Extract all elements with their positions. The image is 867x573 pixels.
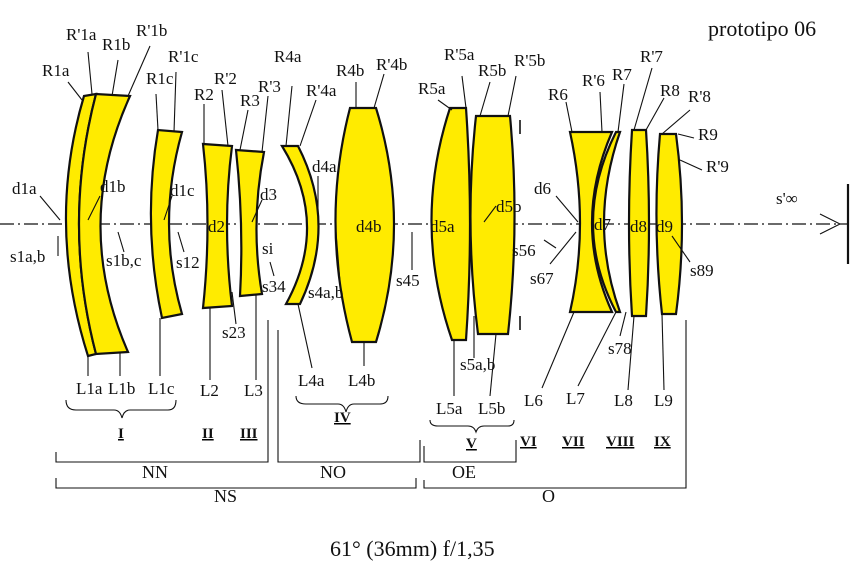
label-R4b-prime: R'4b — [376, 55, 407, 74]
label-L8: L8 — [614, 391, 633, 410]
label-si: si — [262, 239, 274, 258]
label-R4b: R4b — [336, 61, 364, 80]
label-L2: L2 — [200, 381, 219, 400]
label-s45: s45 — [396, 271, 420, 290]
label-R1c: R1c — [146, 69, 174, 88]
label-s23: s23 — [222, 323, 246, 342]
label-d3: d3 — [260, 185, 277, 204]
label-L1b: L1b — [108, 379, 135, 398]
group-VIII: VIII — [606, 434, 635, 450]
label-R1a-prime: R'1a — [66, 25, 97, 44]
label-L1a: L1a — [76, 379, 103, 398]
label-R5b-prime: R'5b — [514, 51, 545, 70]
lens-L3 — [234, 148, 266, 298]
group-NN: NN — [142, 462, 168, 482]
label-s1bc: s1b,c — [106, 251, 142, 270]
label-R4a-prime: R'4a — [306, 81, 337, 100]
label-d7: d7 — [594, 215, 612, 234]
label-s1ab: s1a,b — [10, 247, 45, 266]
lens-L5a — [430, 106, 472, 342]
lens-L6 — [568, 130, 614, 314]
group-I: I — [118, 426, 124, 442]
label-L4b: L4b — [348, 371, 375, 390]
label-R5b: R5b — [478, 61, 506, 80]
axis-arrow — [819, 213, 842, 235]
label-d6: d6 — [534, 179, 551, 198]
label-R9-prime: R'9 — [706, 157, 729, 176]
label-d5a: d5a — [430, 217, 455, 236]
label-d4a: d4a — [312, 157, 337, 176]
label-s34: s34 — [262, 277, 286, 296]
label-s56: s56 — [512, 241, 536, 260]
lens-L5b — [469, 114, 516, 336]
group-NS: NS — [214, 486, 237, 506]
lens-L2 — [201, 142, 234, 310]
diagram-caption: 61° (36mm) f/1,35 — [330, 536, 495, 561]
group-NO: NO — [320, 462, 346, 482]
label-R5a-prime: R'5a — [444, 45, 475, 64]
lens-L4a — [280, 144, 320, 306]
label-L3: L3 — [244, 381, 263, 400]
group-VI: VI — [520, 434, 537, 450]
label-s-infinity: s'∞ — [776, 189, 798, 208]
group-IV: IV — [334, 410, 351, 426]
label-R7: R7 — [612, 65, 632, 84]
lens-L8 — [627, 128, 651, 318]
label-R2: R2 — [194, 85, 214, 104]
label-L1c: L1c — [148, 379, 175, 398]
label-s5ab: s5a,b — [460, 355, 495, 374]
label-R8: R8 — [660, 81, 680, 100]
lens-L7 — [591, 130, 622, 314]
label-d9: d9 — [656, 217, 673, 236]
label-s12: s12 — [176, 253, 200, 272]
label-d2: d2 — [208, 217, 225, 236]
label-R6-prime: R'6 — [582, 71, 605, 90]
label-R4a: R4a — [274, 47, 302, 66]
label-s4ab: s4a,b — [308, 283, 343, 302]
label-L5a: L5a — [436, 399, 463, 418]
label-L5b: L5b — [478, 399, 505, 418]
label-R1c-prime: R'1c — [168, 47, 199, 66]
label-d4b: d4b — [356, 217, 382, 236]
label-d5b: d5b — [496, 197, 522, 216]
label-L9: L9 — [654, 391, 673, 410]
lens-L1b — [77, 92, 132, 356]
label-R8-prime: R'8 — [688, 87, 711, 106]
group-VII: VII — [562, 434, 585, 450]
diagram-title: prototipo 06 — [708, 16, 816, 41]
label-d1c: d1c — [170, 181, 195, 200]
label-R1a: R1a — [42, 61, 70, 80]
group-II: II — [202, 426, 214, 442]
label-R9: R9 — [698, 125, 718, 144]
lens-L4b — [334, 106, 396, 344]
leader-lines — [39, 45, 703, 397]
label-d1b: d1b — [100, 177, 126, 196]
label-s78: s78 — [608, 339, 632, 358]
label-R3-prime: R'3 — [258, 77, 281, 96]
label-s67: s67 — [530, 269, 554, 288]
label-R6: R6 — [548, 85, 568, 104]
label-s89: s89 — [690, 261, 714, 280]
lens-L9 — [655, 132, 684, 316]
group-III: III — [240, 426, 258, 442]
label-R1b: R1b — [102, 35, 130, 54]
label-d1a: d1a — [12, 179, 37, 198]
label-R2-prime: R'2 — [214, 69, 237, 88]
label-R5a: R5a — [418, 79, 446, 98]
label-L4a: L4a — [298, 371, 325, 390]
label-R3: R3 — [240, 91, 260, 110]
group-O: O — [542, 486, 555, 506]
group-braces — [55, 320, 687, 489]
group-IX: IX — [654, 434, 671, 450]
group-OE: OE — [452, 462, 476, 482]
label-L7: L7 — [566, 389, 585, 408]
group-V: V — [466, 436, 477, 452]
lens-L1c — [149, 128, 184, 320]
label-d8: d8 — [630, 217, 647, 236]
label-R7-prime: R'7 — [640, 47, 663, 66]
label-R1b-prime: R'1b — [136, 21, 167, 40]
label-L6: L6 — [524, 391, 543, 410]
